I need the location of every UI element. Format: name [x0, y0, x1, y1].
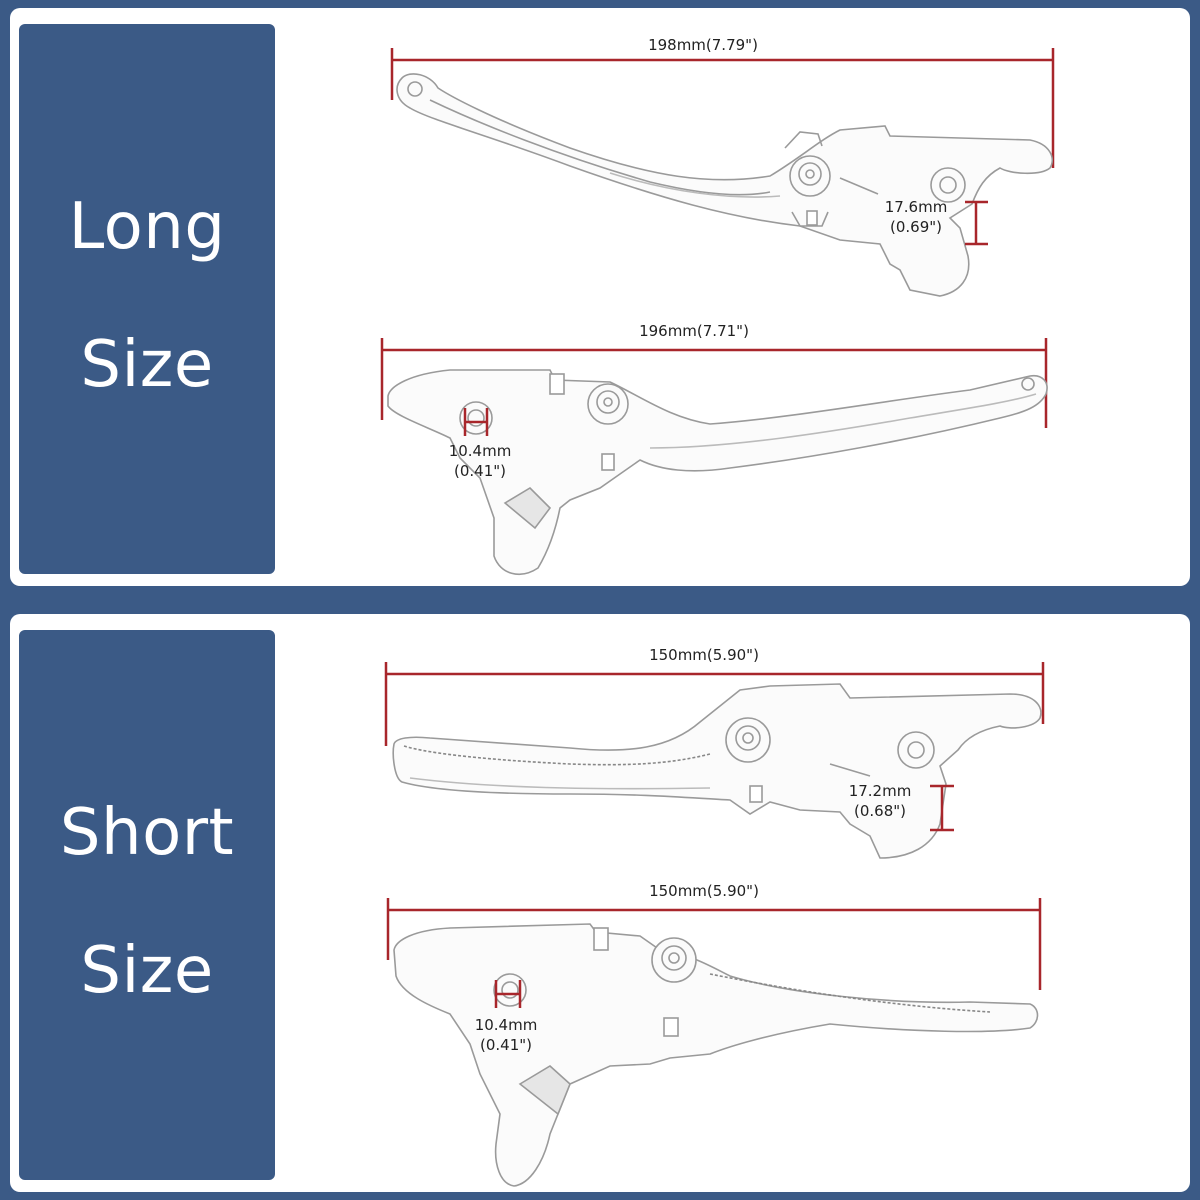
size-label-box: Long Size	[19, 24, 275, 574]
width-label: 17.6mm	[884, 198, 948, 216]
length-label: 150mm(5.90")	[649, 882, 759, 900]
hole-label: 10.4mm	[448, 442, 512, 460]
size-label-line1: Short	[59, 796, 235, 870]
width-dimension-marker	[930, 784, 954, 832]
length-label: 198mm(7.79")	[648, 36, 758, 54]
lever-short-top	[392, 683, 1042, 859]
hole-dimension-marker	[463, 408, 489, 436]
length-label: 150mm(5.90")	[649, 646, 759, 664]
hole-label: 10.4mm	[474, 1016, 538, 1034]
lever-illustrations	[380, 48, 1055, 576]
length-dimension-line	[386, 898, 1042, 990]
length-dimension-line	[390, 48, 1055, 168]
size-label-line1: Long	[68, 190, 226, 264]
lever-long-bottom	[387, 369, 1048, 576]
lever-short-bottom	[393, 923, 1039, 1187]
width-label-inches: (0.69")	[889, 218, 942, 236]
long-size-panel: Long Size	[10, 8, 1190, 586]
short-size-panel: Short Size	[10, 614, 1190, 1192]
length-dimension-line	[384, 662, 1045, 746]
length-label: 196mm(7.71")	[639, 322, 749, 340]
lever-illustrations	[384, 662, 1045, 1187]
size-label-line2: Size	[80, 934, 214, 1008]
lever-long-top	[396, 73, 1054, 297]
hole-label-inches: (0.41")	[453, 462, 506, 480]
width-label: 17.2mm	[848, 782, 912, 800]
width-label-inches: (0.68")	[853, 802, 906, 820]
hole-label-inches: (0.41")	[479, 1036, 532, 1054]
width-dimension-marker	[965, 200, 988, 246]
hole-dimension-marker	[494, 980, 522, 1008]
size-label-box: Short Size	[19, 630, 275, 1180]
size-label-line2: Size	[80, 328, 214, 402]
